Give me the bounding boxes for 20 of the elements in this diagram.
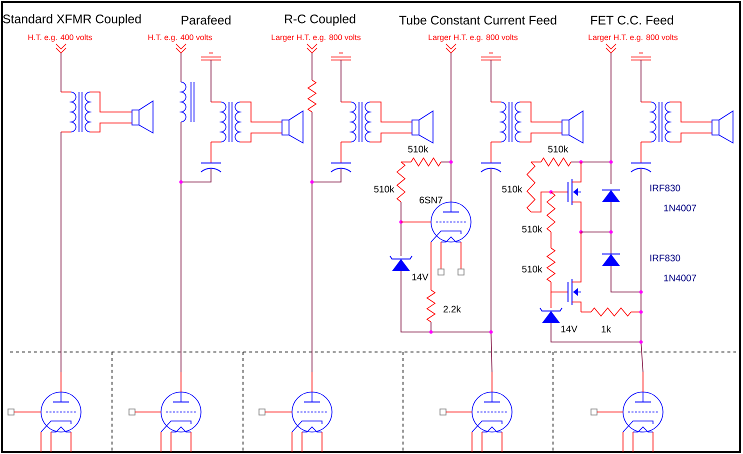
component-label: 510k	[548, 146, 568, 152]
title: R-C Coupled	[285, 14, 356, 26]
component-label: 14V	[412, 274, 428, 280]
component-label: 510k	[374, 186, 394, 192]
component-label: 1N4007	[664, 274, 696, 282]
component-label: 510k	[522, 226, 542, 232]
component-label: IRF830	[650, 254, 680, 262]
component-label: 2.2k	[444, 306, 461, 312]
component-label: 510k	[522, 266, 542, 272]
component-label: 510k	[408, 146, 428, 152]
title: Tube Constant Current Feed	[399, 15, 556, 25]
component-label: 14V	[561, 326, 578, 332]
component-label: 6SN7	[420, 196, 442, 204]
component-label: 1N4007	[664, 204, 696, 212]
title: Standard XFMR Coupled	[3, 14, 141, 26]
title: Parafeed	[182, 15, 230, 25]
component-label: IRF830	[650, 184, 680, 192]
title: FET C.C. Feed	[591, 15, 674, 25]
component-label: 1k	[602, 326, 612, 332]
component-label: 510k	[502, 186, 522, 192]
